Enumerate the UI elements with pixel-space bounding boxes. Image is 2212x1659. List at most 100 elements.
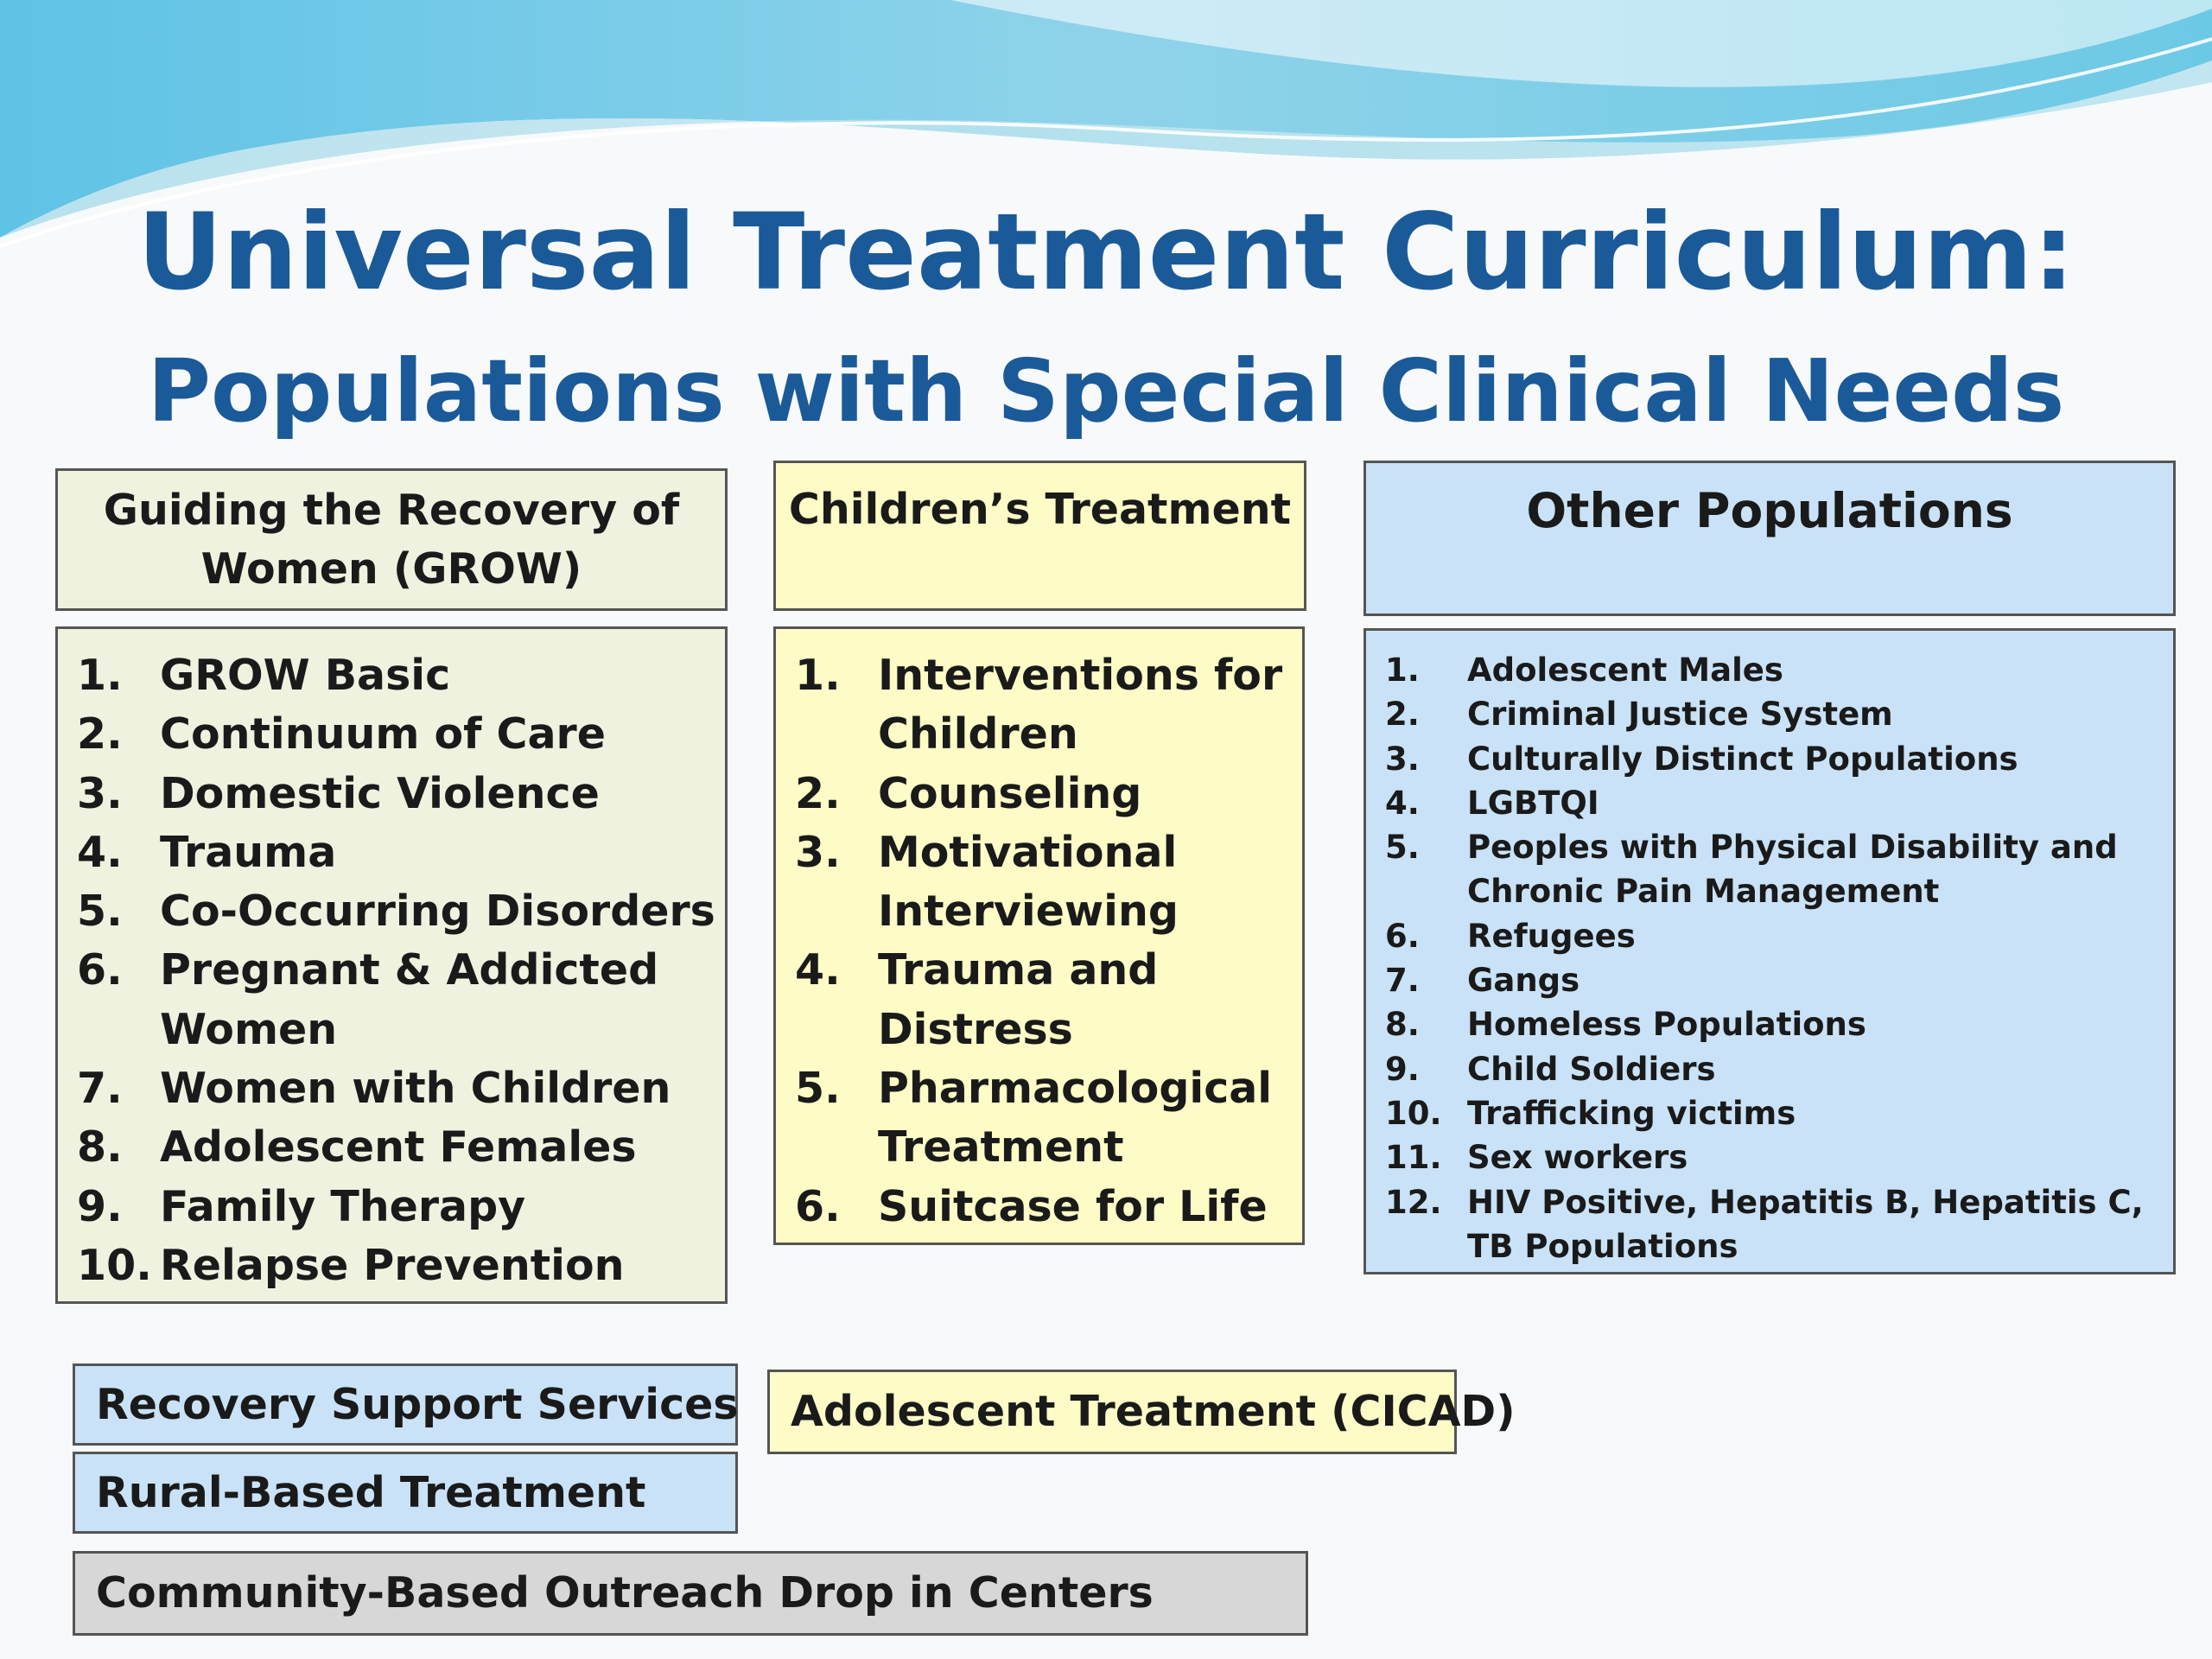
children-list-item: 1. Interventions for Children — [795, 646, 1294, 765]
other-item-number: 11. — [1385, 1139, 1442, 1177]
grow-list-item: 2. Continuum of Care — [77, 705, 716, 764]
other-list-item: 11. Sex workers — [1385, 1135, 2164, 1179]
other-list-item: 5. Peoples with Physical Disability and C… — [1385, 825, 2164, 914]
other-item-text: Trafficking victims — [1467, 1094, 1796, 1132]
community-box: Community-Based Outreach Drop in Centers — [73, 1551, 1308, 1636]
grow-item-number: 8. — [77, 1122, 123, 1173]
children-item-text: Interventions for Children — [878, 651, 1283, 760]
grow-item-text: GROW Basic — [160, 651, 451, 700]
other-list-item: 8. Homeless Populations — [1385, 1002, 2164, 1046]
recovery-support-label: Recovery Support Services — [96, 1380, 739, 1429]
grow-item-text: Continuum of Care — [160, 709, 606, 760]
other-item-text: LGBTQI — [1467, 784, 1599, 822]
grow-list-item: 9. Family Therapy — [77, 1178, 716, 1236]
other-item-text: Child Soldiers — [1467, 1050, 1716, 1088]
grow-item-number: 9. — [77, 1181, 123, 1231]
other-item-number: 5. — [1385, 829, 1420, 867]
grow-item-number: 2. — [77, 709, 123, 760]
other-item-number: 1. — [1385, 652, 1420, 689]
other-item-number: 7. — [1385, 962, 1420, 1000]
children-item-number: 1. — [795, 651, 841, 700]
other-list-item: 4. LGBTQI — [1385, 781, 2164, 825]
other-item-text: Peoples with Physical Disability and Chr… — [1467, 829, 2118, 911]
other-item-number: 4. — [1385, 784, 1420, 822]
children-item-number: 4. — [795, 945, 841, 995]
children-item-number: 3. — [795, 827, 841, 877]
grow-header-line2: Women (GROW) — [200, 544, 582, 594]
other-header: Other Populations — [1526, 483, 2013, 538]
other-item-number: 10. — [1385, 1094, 1442, 1132]
other-item-text: Refugees — [1467, 917, 1636, 955]
header-wave-decoration — [0, 0, 2212, 248]
other-list-item: 3. Culturally Distinct Populations — [1385, 737, 2164, 781]
children-item-number: 5. — [795, 1064, 841, 1114]
children-list-item: 4. Trauma and Distress — [795, 941, 1294, 1059]
children-header: Children’s Treatment — [788, 485, 1292, 534]
other-item-text: Sex workers — [1467, 1139, 1688, 1177]
children-item-number: 6. — [795, 1181, 841, 1231]
grow-item-number: 7. — [77, 1064, 123, 1114]
other-header-box: Other Populations — [1363, 461, 2176, 616]
grow-item-text: Family Therapy — [160, 1181, 526, 1231]
other-item-text: Gangs — [1467, 962, 1580, 1000]
other-list-box: 1. Adolescent Males 2. Criminal Justice Sys… — [1363, 628, 2176, 1274]
grow-list-item: 3.Domestic Violence — [77, 765, 716, 823]
page-subtitle: Populations with Special Clinical Needs — [147, 340, 2065, 442]
other-item-number: 9. — [1385, 1050, 1420, 1088]
grow-item-number: 5. — [77, 887, 123, 937]
recovery-support-box: Recovery Support Services — [73, 1363, 739, 1446]
other-item-text: Adolescent Males — [1467, 652, 1783, 689]
grow-item-text: Relapse Prevention — [160, 1240, 625, 1290]
children-list-item: 5. Pharmacological Treatment — [795, 1059, 1294, 1178]
grow-item-text: Women with Children — [160, 1064, 671, 1114]
other-item-number: 8. — [1385, 1006, 1420, 1044]
grow-list-item: 7. Women with Children — [77, 1059, 716, 1118]
grow-list-item: 10.Relapse Prevention — [77, 1236, 716, 1295]
other-item-text: Criminal Justice System — [1467, 696, 1893, 734]
children-item-text: Motivational Interviewing — [878, 827, 1179, 937]
other-list-item: 6. Refugees — [1385, 914, 2164, 958]
children-item-text: Suitcase for Life — [878, 1181, 1268, 1231]
grow-list-item: 6. Pregnant & Addicted Women — [77, 941, 716, 1059]
children-header-box: Children’s Treatment — [773, 461, 1306, 611]
children-item-text: Counseling — [878, 768, 1142, 818]
grow-item-text: Pregnant & Addicted Women — [160, 945, 659, 1054]
other-item-number: 12. — [1385, 1183, 1442, 1221]
grow-item-text: Trauma — [160, 827, 337, 877]
other-list-item: 10. Trafficking victims — [1385, 1091, 2164, 1135]
other-list-item: 1. Adolescent Males — [1385, 648, 2164, 692]
other-item-number: 3. — [1385, 740, 1420, 778]
children-item-text: Trauma and Distress — [878, 945, 1159, 1054]
grow-item-text: Co-Occurring Disorders — [160, 887, 715, 937]
other-list-item: 2. Criminal Justice System — [1385, 692, 2164, 736]
grow-item-number: 6. — [77, 945, 123, 995]
other-item-text: HIV Positive, Hepatitis B, Hepatitis C, … — [1467, 1183, 2144, 1265]
rural-box: Rural-Based Treatment — [73, 1452, 738, 1534]
grow-item-text: Domestic Violence — [160, 768, 600, 818]
other-item-text: Culturally Distinct Populations — [1467, 740, 2018, 778]
grow-header: Guiding the Recovery of Women (GROW) — [58, 471, 725, 599]
grow-header-box: Guiding the Recovery of Women (GROW) — [55, 468, 728, 611]
grow-item-number: 1. — [77, 651, 123, 700]
children-list-item: 6. Suitcase for Life — [795, 1178, 1294, 1236]
children-list-item: 2.Counseling — [795, 765, 1294, 823]
grow-header-line1: Guiding the Recovery of — [103, 486, 680, 535]
grow-item-number: 4. — [77, 827, 123, 877]
grow-list-item: 4. Trauma — [77, 823, 716, 882]
children-item-text: Pharmacological Treatment — [878, 1064, 1273, 1173]
community-label: Community-Based Outreach Drop in Centers — [96, 1568, 1154, 1618]
rural-label: Rural-Based Treatment — [96, 1468, 646, 1517]
grow-item-number: 10. — [77, 1240, 152, 1290]
grow-item-text: Adolescent Females — [160, 1122, 637, 1173]
adolescent-label: Adolescent Treatment (CICAD) — [791, 1387, 1516, 1436]
other-item-text: Homeless Populations — [1467, 1006, 1866, 1044]
other-item-number: 6. — [1385, 917, 1420, 955]
other-item-number: 2. — [1385, 696, 1420, 734]
adolescent-box: Adolescent Treatment (CICAD) — [767, 1370, 1516, 1454]
page-title: Universal Treatment Curriculum: — [137, 191, 2075, 314]
grow-list-item: 5. Co-Occurring Disorders — [77, 882, 716, 941]
